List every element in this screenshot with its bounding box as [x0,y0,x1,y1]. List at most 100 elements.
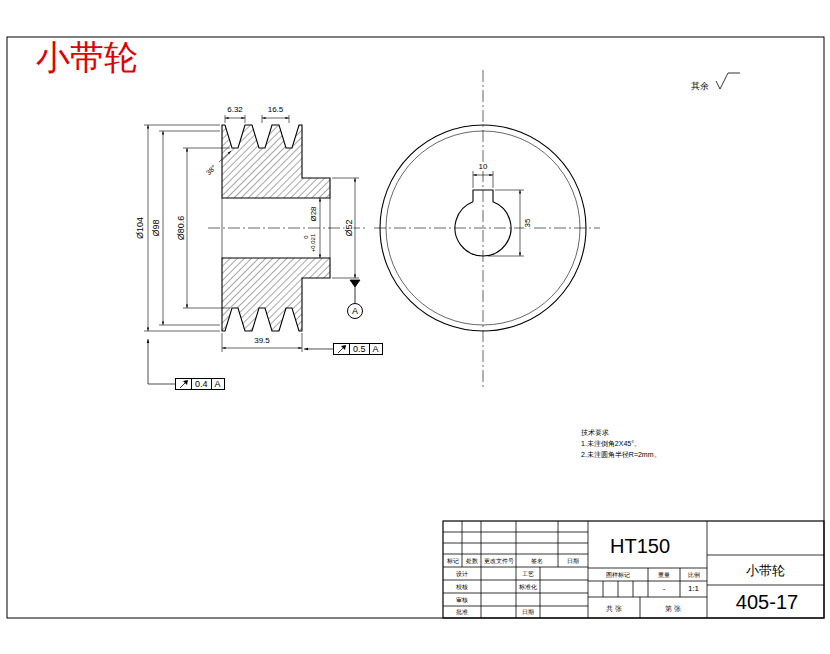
dimension: Ø52 [345,218,354,237]
title-block-grid [707,585,824,586]
table-cell: 日期 [521,609,535,615]
roughness-symbol [716,73,740,89]
tolerance-value: 0.4 [191,379,211,389]
title-block-grid [540,567,541,618]
dimension-line [183,148,230,149]
tolerance-frame: 0.4A [175,378,225,390]
dimension-line [495,190,524,191]
section-view [222,198,223,258]
table-cell: 签名 [530,558,544,564]
dimension-line [159,325,220,326]
dimension: Ø98 [152,218,161,237]
runout-symbol [341,345,346,350]
title-block-grid [443,554,588,555]
table-cell: 图样标记 [605,572,631,578]
note: 1.未注倒角2X45°。 [580,440,642,447]
dimension-line [225,118,245,119]
dimension-line [225,115,226,123]
tolerance-value: A [369,344,382,354]
dimension-line [222,348,302,349]
material: HT150 [609,536,671,556]
dimension-line [144,115,524,352]
title-block-grid [588,597,707,598]
title-block-grid [603,581,604,597]
center-line [208,70,600,388]
table-cell: 审核 [455,597,469,603]
title-block-grid [443,593,588,594]
dimension-line [320,198,321,258]
title-block-grid [588,581,707,582]
title-block-grid [648,568,649,597]
dimension-line [262,118,289,119]
title-block-grid [462,521,463,567]
title-block-grid [588,521,589,618]
note: 2.未注圆角半径R=2mm。 [580,451,662,458]
dimension-line [219,151,231,162]
title-block-grid [640,597,641,618]
dimension-line [183,308,230,309]
tolerance: 0 [303,234,309,239]
part-name: 小带轮 [745,564,786,577]
datum-symbol [355,287,356,303]
dimension-line [520,190,521,256]
title-block-grid [443,606,588,607]
dimension-line [488,256,524,257]
dimension-line [144,331,220,332]
table-cell: - [662,585,667,593]
drawing-number: 405-17 [735,592,799,612]
dimension-line [289,115,290,123]
end-view [455,190,511,256]
table-cell: 第 张 [664,604,682,611]
title-block-grid [443,521,824,618]
table-cell: 标准化 [518,584,538,590]
title-block-grid [618,581,619,597]
tolerance-frame: 0.5A [333,343,383,355]
drawing-title: 小带轮 [36,40,138,74]
title-block-grid [707,555,824,556]
tolerance: +0.021 [310,233,316,254]
datum-letter: A [352,307,358,316]
roughness-symbol [716,73,740,89]
table-cell: 标记 [446,558,460,564]
table-cell: 1:1 [687,585,700,593]
end-view [380,125,586,331]
title-block-grid [633,581,634,597]
table-cell: 更改文件号 [483,558,515,564]
title-block-grid [680,568,681,597]
center-line [374,228,600,229]
table-cell: 重量 [657,572,671,578]
dimension: Ø80.6 [177,215,186,242]
tolerance-leader [148,339,175,384]
datum-symbol [350,280,360,303]
sheet-border [7,37,824,618]
dimension-line [473,175,493,176]
angle-dimension: 38° [204,163,218,177]
title-block-grid [443,567,588,568]
title-block-grid [443,543,588,544]
dimension-line [302,333,303,352]
hatched-section [222,258,330,331]
dimension: 16.5 [267,106,285,114]
dimension-line [473,171,474,188]
title-block-grid [443,521,824,618]
dimension: 10 [478,163,489,171]
dimension-line [262,115,263,123]
table-cell: 处数 [465,558,479,564]
dimension-line [355,178,356,278]
runout-symbol [183,380,188,385]
title-block-grid [481,521,482,618]
table-cell: 设计 [455,571,469,577]
sheet-border [7,37,824,618]
title-block-grid [558,521,559,567]
datum-symbol [350,280,360,287]
dimension-line [148,125,149,331]
note: 其余 [690,82,710,91]
tolerance-value: 0.5 [349,344,369,354]
end-view [386,131,580,325]
datum-label: A [347,303,363,319]
title-block-grid [443,580,588,581]
table-cell: 共 张 [605,604,623,611]
runout-symbol [338,346,345,353]
dimension-line [245,115,246,123]
